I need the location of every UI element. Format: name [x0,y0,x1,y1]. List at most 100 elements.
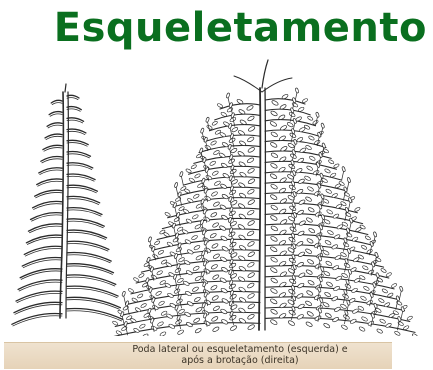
sprouted-tree-drawing [107,60,418,336]
leaf [362,265,369,271]
leaf [194,328,201,334]
leaf [309,155,316,161]
lateral-stub [45,134,62,138]
leaf [183,260,190,266]
leaf [304,175,311,181]
leaf [158,300,165,306]
leaf [296,241,304,247]
leaf [183,280,190,286]
leaf [193,245,200,251]
leaf [122,291,126,297]
leader-sprout [234,76,262,92]
leaf [332,317,339,323]
leaf [212,326,220,332]
lateral-stub-edge [32,215,63,221]
leaf [394,331,401,336]
leaf [209,160,216,166]
leaf [219,132,226,138]
leaf [184,188,191,194]
leaf [270,319,278,326]
leaf [187,249,194,255]
leaf [412,333,418,336]
leaf [159,331,166,336]
leaf [271,100,279,106]
leaf [177,277,184,283]
leaf [361,316,368,322]
leaf [359,326,366,332]
leaf [247,188,255,195]
leaf [345,207,349,213]
leaf [399,286,403,292]
sprouted-branch [110,323,260,336]
leaf [287,122,294,128]
leaf [373,232,377,238]
leaf [112,320,118,325]
leaf [373,303,377,309]
lateral-stub-edge [67,255,110,263]
leaf [210,140,217,146]
leaf [247,136,255,143]
leaf [221,214,229,220]
leaf [343,186,347,192]
leaf [403,325,410,330]
leaf [221,319,229,326]
lateral-stub [26,235,62,243]
leaf [147,308,151,314]
leaf [137,293,144,298]
leaf [307,259,315,265]
leaf [323,271,330,277]
leaf [325,260,332,266]
leaf [142,333,149,336]
leaf [210,233,217,239]
leaf [305,321,313,327]
leaf [270,298,278,305]
leaf [191,235,198,241]
leaf [211,243,218,249]
leaf [191,164,197,169]
leaf [186,270,193,276]
leaf [363,286,370,292]
leaf [332,265,339,271]
leaf [391,283,397,288]
leaf [328,159,334,164]
leaf [298,106,305,112]
leaf [321,214,325,220]
leaf [334,306,341,312]
leaf [305,196,312,202]
shoot [124,296,126,305]
leaf [270,152,278,159]
leaf [247,157,255,164]
leaf [220,256,228,262]
leaf [386,272,392,277]
lateral-stub-edge [67,199,99,205]
pruned-tree-drawing [12,84,123,326]
leaf [325,188,332,194]
leaf [397,316,401,322]
leaf [220,287,228,293]
leaf [374,252,378,258]
leaf [320,193,324,199]
leaf [247,261,255,268]
leaf [220,111,227,117]
leaf [295,88,299,94]
leaf [229,248,233,254]
leaf [211,295,219,301]
leaf [195,255,202,261]
leaf [306,311,314,317]
leaf [221,298,229,304]
lateral-stub-edge [67,232,106,239]
leaf [148,237,152,243]
shoot [399,291,401,300]
leaf [200,128,204,134]
leaf [247,147,255,154]
leader-sprout [262,60,268,88]
leaf [154,240,160,245]
leaf [201,178,205,184]
leaf [334,255,341,261]
lateral-stub [67,118,84,121]
lateral-stub-edge [67,109,80,111]
leaf [306,217,313,223]
leaf [140,303,147,309]
leaf [297,209,305,215]
leaf [306,238,313,244]
